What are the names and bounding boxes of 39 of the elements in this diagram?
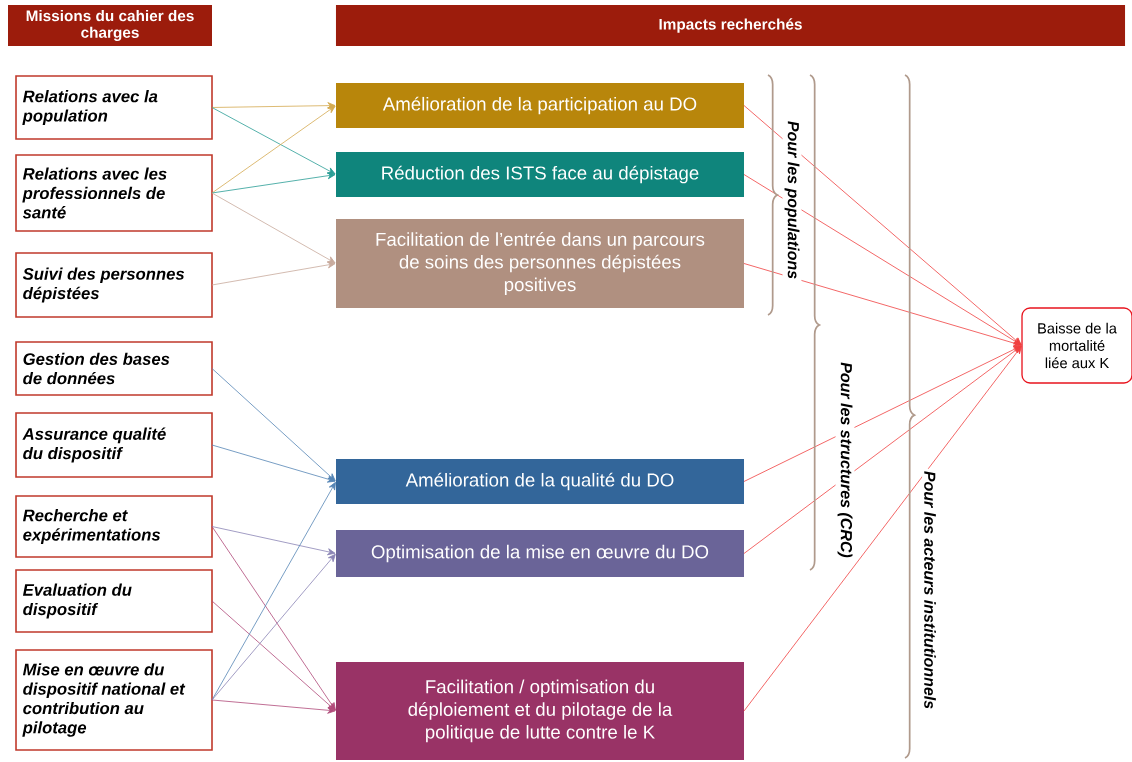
arrow (211, 553, 336, 701)
arrow (211, 107, 336, 175)
arrow (743, 345, 1022, 482)
arrow (211, 102, 336, 110)
arrow (211, 600, 336, 711)
arrow (211, 172, 336, 194)
arrow (211, 526, 336, 711)
arrow (743, 345, 1022, 554)
mission-box: Relations avec la population (15, 75, 213, 140)
arrow (211, 261, 336, 286)
arrow (211, 526, 336, 556)
header-bar: Impacts recherchés (335, 4, 1126, 47)
arrow (211, 368, 336, 482)
brace-label: Pour les acteurs institutionnels (922, 468, 938, 712)
mission-box: Evaluation du dispositif (15, 569, 213, 633)
mission-box: Suivi des personnes dépistées (15, 252, 213, 318)
outcome-box: Baisse de la mortalité liée aux K (1021, 307, 1132, 384)
arrow (211, 444, 336, 483)
impact-box: Réduction des ISTS face au dépistage (336, 151, 744, 198)
impact-box: Amélioration de la participation au DO (336, 82, 744, 129)
impact-box: Optimisation de la mise en œuvre du DO (336, 530, 744, 577)
arrow (211, 192, 336, 264)
impact-box: Facilitation / optimisation du déploiement et du pilotage de la politique de lutte contre le K (336, 662, 744, 760)
mission-box: Mise en œuvre du dispositif national et contribution au pilotage (15, 649, 213, 751)
arrow (211, 105, 336, 194)
mission-box: Relations avec les professionnels de santé (15, 154, 213, 232)
arrow (743, 345, 1022, 712)
arrow (743, 105, 1022, 346)
brace-label: Pour les populations (782, 118, 802, 282)
mission-box: Gestion des bases de données (15, 341, 213, 396)
arrow (211, 699, 336, 714)
header-bar: Missions du cahier des charges (8, 4, 212, 47)
impact-box: Facilitation de l’entrée dans un parcours de soins des personnes dépistées positives (336, 218, 744, 309)
arrow (743, 263, 1022, 347)
mission-box: Assurance qualité du dispositif (15, 412, 213, 478)
brace-label: Pour les structures (CRC) (835, 360, 855, 560)
impact-box: Amélioration de la qualité du DO (336, 458, 744, 505)
mission-box: Recherche et expérimentations (15, 495, 213, 558)
arrow (743, 174, 1022, 346)
